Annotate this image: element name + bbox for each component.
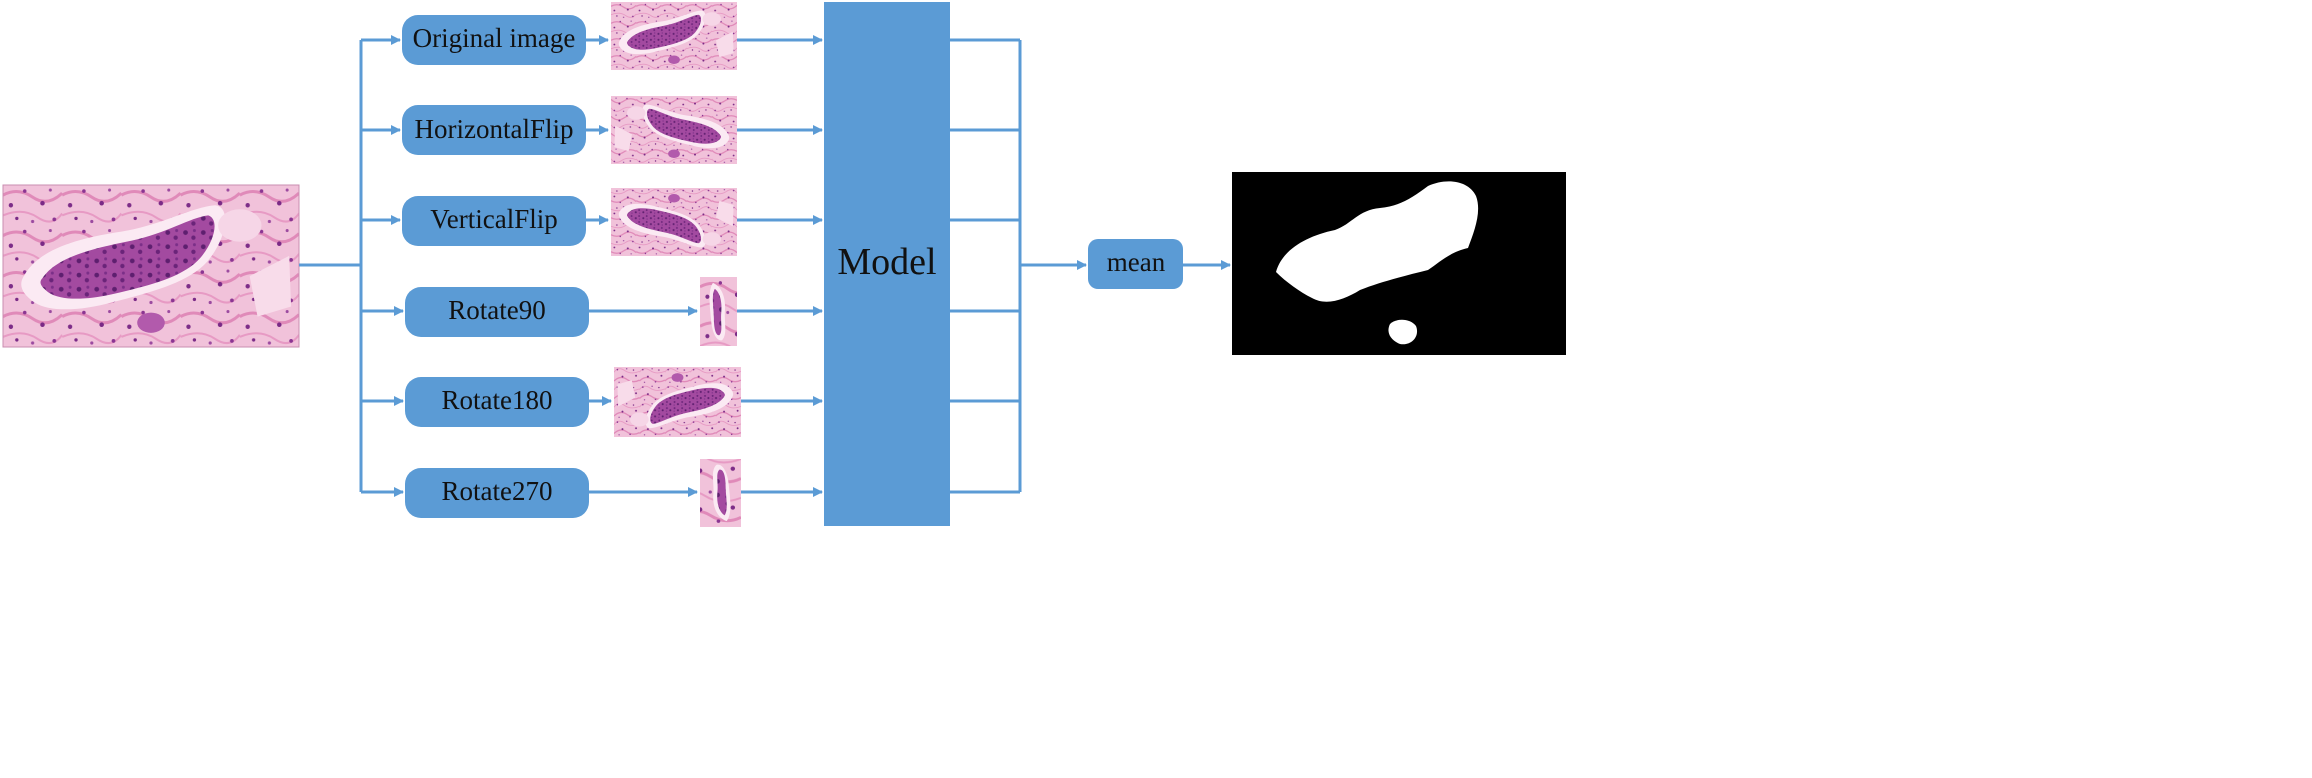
aug-label-vflip: VerticalFlip [430, 204, 557, 234]
aug-label-rot90: Rotate90 [448, 295, 545, 325]
aug-label-hflip: HorizontalFlip [415, 114, 574, 144]
thumb-vflip [611, 188, 737, 256]
aug-box-rot180: Rotate180 [405, 377, 589, 427]
box-to-image-arrows [586, 35, 698, 497]
aug-box-rot90: Rotate90 [405, 287, 589, 337]
aug-box-hflip: HorizontalFlip [402, 105, 586, 155]
aug-label-rot270: Rotate270 [442, 476, 553, 506]
input-image [2, 184, 300, 348]
thumb-rot180 [614, 367, 741, 437]
mean-box: mean [1088, 239, 1183, 289]
thumb-hflip [611, 96, 737, 164]
aug-label-rot180: Rotate180 [442, 385, 553, 415]
thumb-rot270 [700, 459, 741, 527]
fanout-connector [299, 35, 404, 497]
thumb-original [611, 2, 737, 70]
model-label: Model [837, 241, 936, 283]
mean-label: mean [1107, 247, 1166, 277]
image-to-model-arrows [737, 35, 823, 497]
aug-box-rot270: Rotate270 [405, 468, 589, 518]
output-mask [1232, 172, 1566, 355]
aug-box-vflip: VerticalFlip [402, 196, 586, 246]
aug-label-original: Original image [413, 23, 576, 53]
thumb-rot90 [700, 277, 737, 346]
model-block: Model [824, 2, 950, 526]
aug-box-original: Original image [402, 15, 586, 65]
fanin-connector [950, 38, 1087, 494]
